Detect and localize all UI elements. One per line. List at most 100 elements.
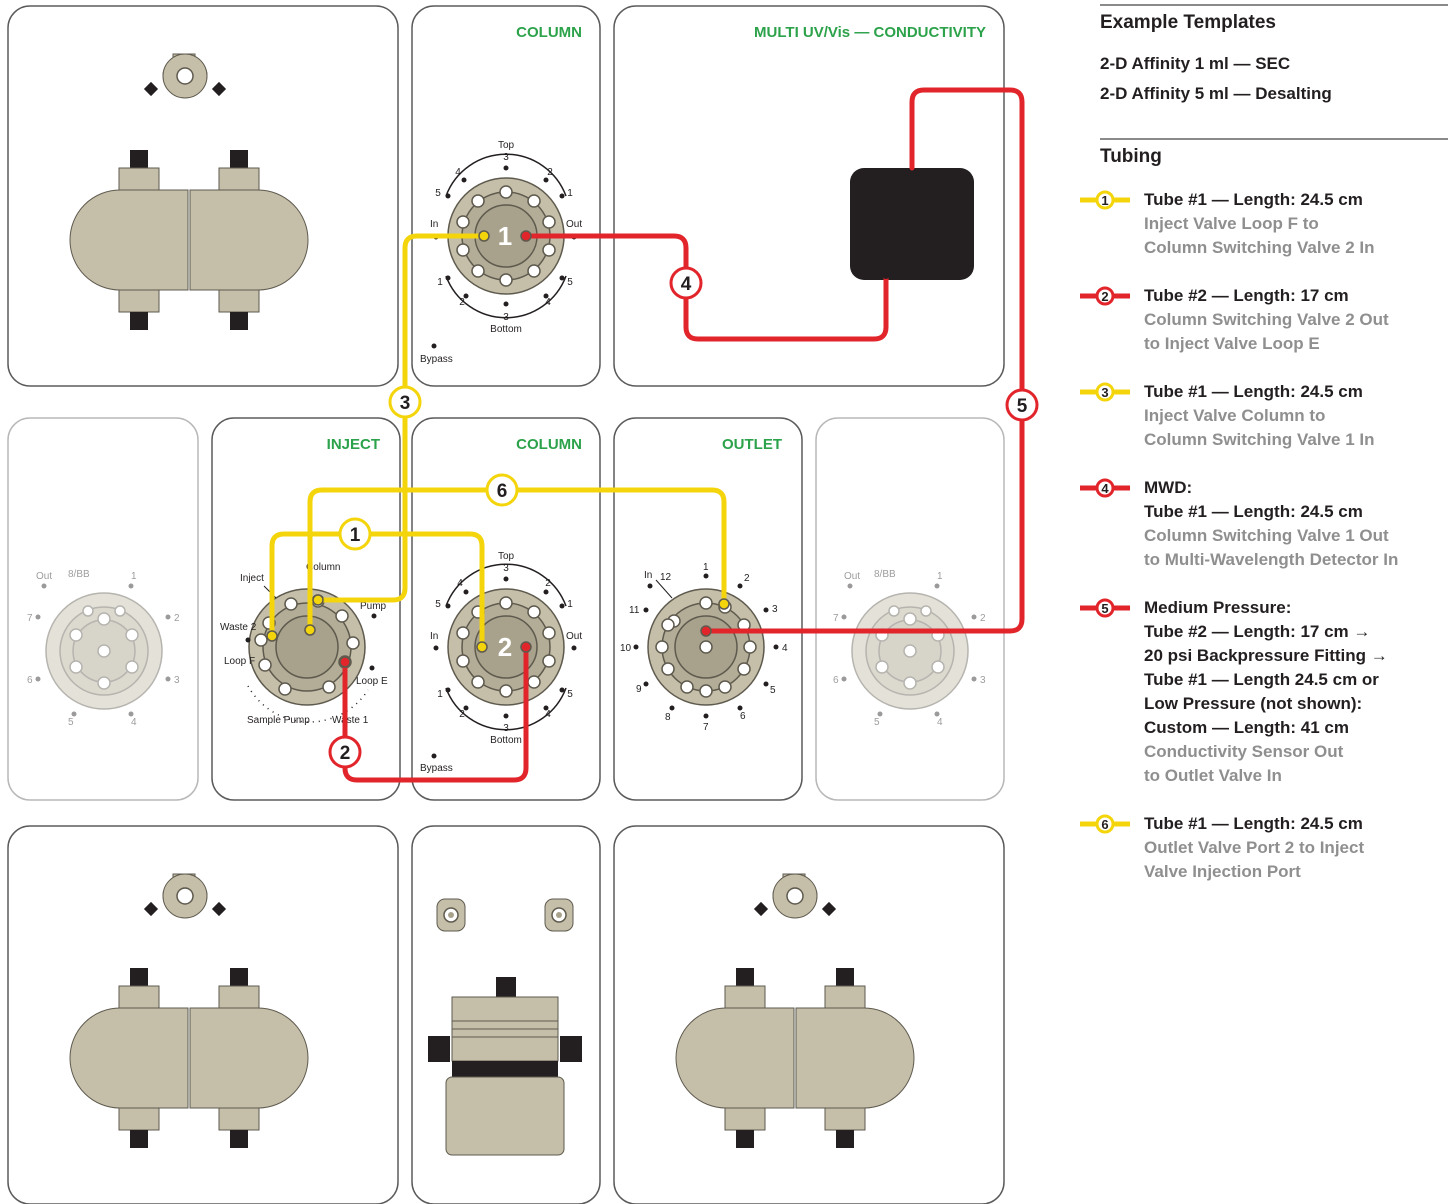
cv2-label-b5: 5 [567,689,573,700]
template-item-1[interactable]: 2-D Affinity 1 ml — SEC [1100,54,1291,73]
tube-entry-heading: Tube #1 — Length: 24.5 cm [1144,382,1363,401]
tube-badge-icon: 6 [1080,814,1130,834]
tube-badge-icon: 3 [1080,382,1130,402]
tube-entry-heading: 20 psi Backpressure Fitting → [1144,646,1388,665]
tube-endpoints [266,230,889,668]
tube-marker-2-label: 2 [340,743,351,764]
tube-entry-description: Column Switching Valve 2 Out [1144,310,1389,329]
cv2-label-t5: 5 [435,599,441,610]
outlet-label-in: In [644,570,652,581]
svg-text:4: 4 [1101,481,1109,496]
cv1-label-bottom: Bottom [490,324,522,335]
cv2-label-t3: 3 [503,563,509,574]
cv1-label-bypass: Bypass [420,354,453,365]
tubing-title: Tubing [1100,146,1162,167]
outlet-label-4: 4 [782,643,788,654]
cv2-label-bottom: Bottom [490,735,522,746]
inject-valve: Inject Column Pump Waste 2 Loop F Loop E… [220,562,388,726]
faded-right-label-2: 2 [980,613,986,624]
tube-entry-heading: MWD: [1144,478,1193,497]
column-valve-1-number: 1 [498,221,512,251]
svg-text:2: 2 [1101,289,1108,304]
faded-right-label-bb: 8/BB [874,569,896,580]
inject-label-loop-e: Loop E [356,676,388,687]
cv1-label-b2: 2 [459,297,465,308]
cv2-label-in: In [430,631,438,642]
tube-entry-heading: Tube #2 — Length: 17 cm [1144,286,1349,305]
outlet-label-5: 5 [770,685,776,696]
inject-label-column: Column [306,562,340,573]
inject-label-waste2: Waste 2 [220,622,257,633]
svg-text:1: 1 [1101,193,1108,208]
tube-badge-icon: 1 [1080,190,1130,210]
faded-left-label-6: 6 [27,675,33,686]
tube-entry-heading: Medium Pressure: [1144,598,1292,617]
tube-1 [269,531,485,649]
tube-entry-heading: Tube #1 — Length: 24.5 cm [1144,190,1363,209]
cv1-label-t2: 2 [547,167,553,178]
outlet-valve: In 12 1 2 3 4 5 6 7 8 9 10 11 [620,562,788,733]
tube-5 [703,87,1025,634]
cv2-label-bypass: Bypass [420,763,453,774]
tube-marker-3-label: 3 [400,393,411,414]
outlet-label-11: 11 [629,605,640,616]
faded-left-label-7: 7 [27,613,33,624]
mixer-fitting-right [544,898,574,932]
panel-left-pump-bottom [7,825,399,1204]
cv1-label-b5: 5 [567,277,573,288]
outlet-label-10: 10 [620,643,632,654]
mixer-fitting-left [436,898,466,932]
faded-left-label-2: 2 [174,613,180,624]
cv1-label-t4: 4 [455,167,461,178]
svg-text:5: 5 [1101,601,1108,616]
tube-entry-heading: Tube #2 — Length: 17 cm → [1144,622,1371,641]
cv1-label-t5: 5 [435,188,441,199]
cv2-label-b2: 2 [459,709,465,720]
faded-valve-left: Out 8/BB 1 2 3 4 5 6 7 [27,569,180,728]
mixer [428,977,582,1156]
tube-4 [523,233,889,342]
tube-marker-4: 4 [669,266,703,300]
svg-text:3: 3 [1101,385,1108,400]
column-switching-valve-2: 2 Top 3 4 2 5 1 In Out 1 5 2 4 3 Bottom … [420,551,582,774]
cv2-label-b3: 3 [503,723,509,734]
outlet-label-1: 1 [703,562,709,573]
panel-label-inject: INJECT [327,436,380,453]
faded-left-label-5: 5 [68,717,74,728]
panel-label-column-top: COLUMN [516,24,582,41]
tube-entry-heading: Tube #1 — Length: 24.5 cm [1144,814,1363,833]
tube-entry-description: Inject Valve Loop F to [1144,214,1319,233]
tube-entry-description: to Outlet Valve In [1144,766,1282,785]
panel-right-pump-bottom [613,825,1005,1204]
inject-label-pump: Pump [360,601,387,612]
outlet-label-8: 8 [665,712,671,723]
tube-entry-description: Conductivity Sensor Out [1144,742,1344,761]
panel-multi-uv: MULTI UV/Vis — CONDUCTIVITY [613,5,1005,387]
outlet-label-2: 2 [744,573,750,584]
faded-left-label-1: 1 [131,571,137,582]
faded-right-label-1: 1 [937,571,943,582]
inject-label-waste1: Waste 1 [332,715,369,726]
outlet-label-6: 6 [740,711,746,722]
tube-marker-5: 5 [1005,388,1039,422]
system-flow-diagram: COLUMN MULTI UV/Vis — CONDUCTIVITY INJEC… [7,5,1039,1204]
faded-right-label-4: 4 [937,717,943,728]
tube-badge-icon: 5 [1080,598,1130,618]
template-item-2[interactable]: 2-D Affinity 5 ml — Desalting [1100,84,1332,103]
faded-left-label-out: Out [36,571,52,582]
outlet-label-9: 9 [636,684,642,695]
tube-2 [342,643,529,783]
cv1-label-b4: 4 [545,297,551,308]
cv2-label-t4: 4 [457,578,463,589]
tube-entry-text: Tube #1 — Length: 24.5 cm Inject Valve Lo… [1144,188,1375,260]
tube-entry-text: Tube #1 — Length: 24.5 cm Inject Valve Co… [1144,380,1375,452]
tube-entry-description: Column Switching Valve 1 Out [1144,526,1389,545]
tube-entry-heading: Low Pressure (not shown): [1144,694,1363,713]
tube-entry-description: Column Switching Valve 1 In [1144,430,1375,449]
tube-entry-description: Inject Valve Column to [1144,406,1326,425]
tube-marker-6: 6 [485,473,519,507]
cv2-label-t1: 1 [567,599,573,610]
tube-marker-1-label: 1 [350,525,361,546]
